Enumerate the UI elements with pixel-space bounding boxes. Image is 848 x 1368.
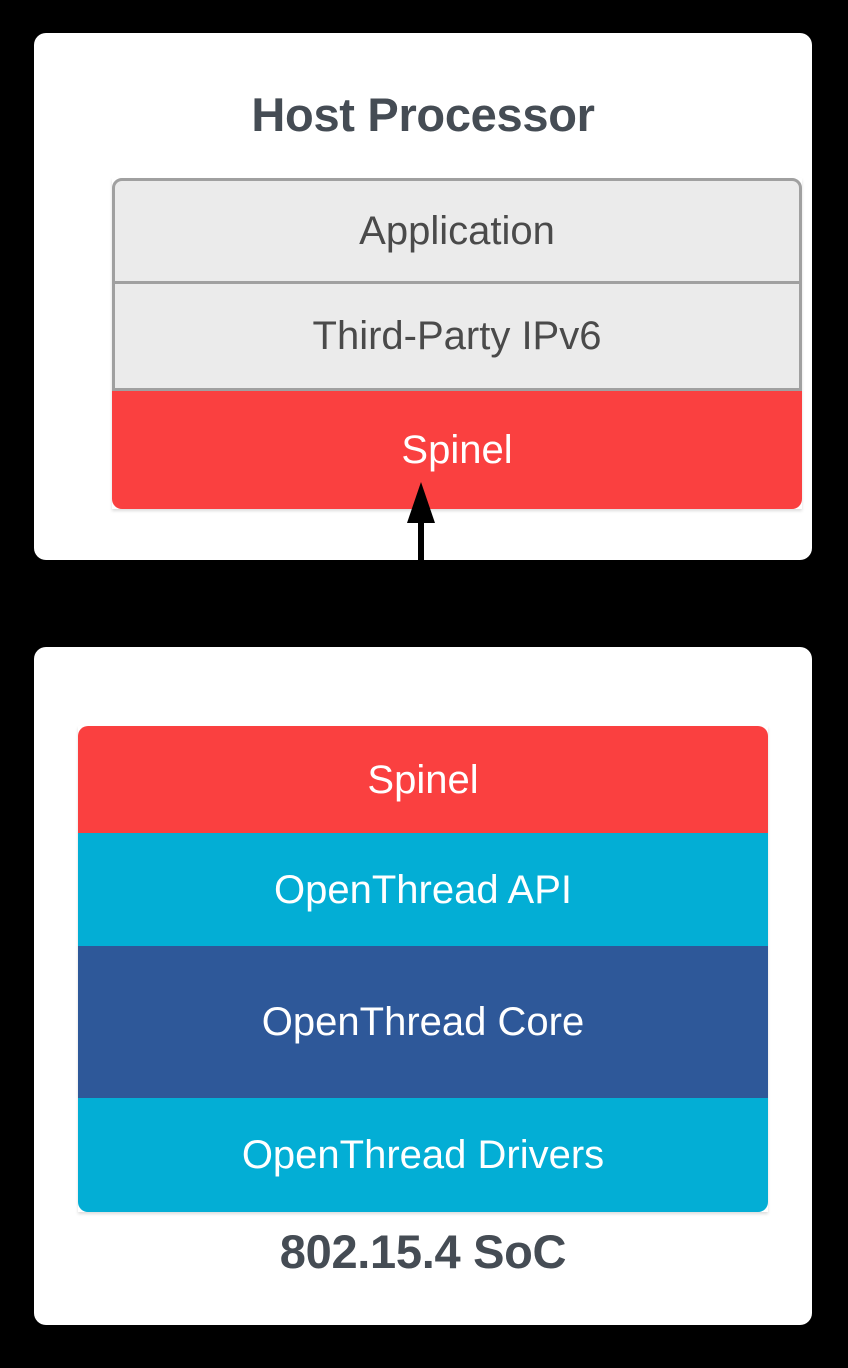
layer-host-spinel: Spinel — [112, 391, 802, 509]
layer-openthread-drivers: OpenThread Drivers — [78, 1098, 768, 1212]
soc-title: 802.15.4 SoC — [279, 1225, 567, 1278]
layer-application-label: Application — [359, 209, 555, 253]
layer-application: Application — [112, 178, 802, 284]
soc-card: Spinel OpenThread API OpenThread Core Op… — [34, 647, 812, 1325]
host-processor-layer-stack: Application Third-Party IPv6 Spinel — [112, 178, 802, 509]
layer-third-party-ipv6: Third-Party IPv6 — [112, 281, 802, 391]
layer-openthread-api: OpenThread API — [78, 833, 768, 946]
layer-openthread-core: OpenThread Core — [78, 946, 768, 1098]
soc-layer-stack: Spinel OpenThread API OpenThread Core Op… — [78, 726, 768, 1212]
host-processor-card: Host Processor Application Third-Party I… — [34, 33, 812, 560]
layer-openthread-api-label: OpenThread API — [274, 867, 572, 912]
layer-host-spinel-label: Spinel — [401, 428, 513, 472]
layer-openthread-core-label: OpenThread Core — [261, 1000, 585, 1044]
layer-third-party-ipv6-label: Third-Party IPv6 — [312, 314, 602, 358]
layer-openthread-drivers-label: OpenThread Drivers — [241, 1133, 605, 1177]
layer-soc-spinel-label: Spinel — [367, 757, 479, 802]
layer-soc-spinel: Spinel — [78, 726, 768, 833]
host-processor-title: Host Processor — [251, 88, 595, 141]
